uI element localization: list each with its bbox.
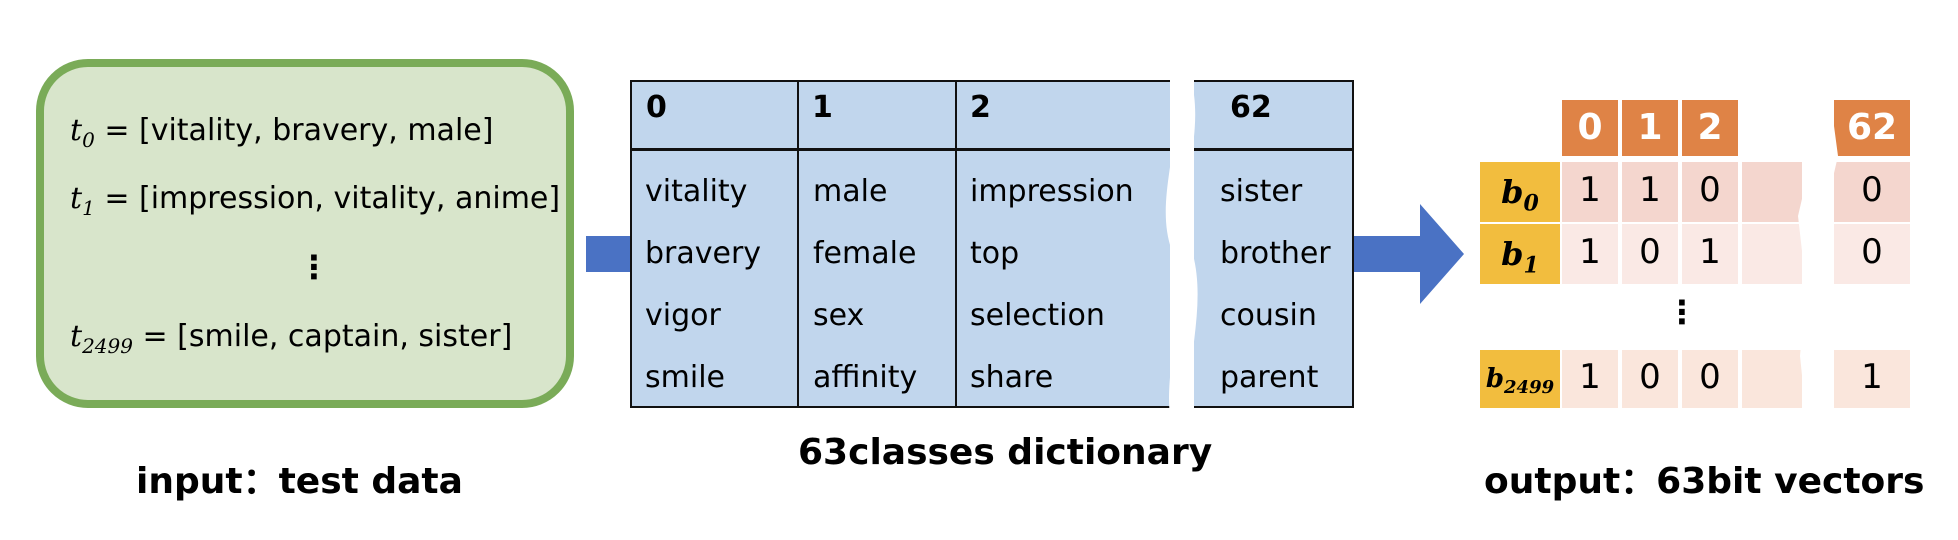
- dictionary-table-right: [1194, 80, 1354, 408]
- output-col-separator: [1678, 350, 1682, 408]
- input-ellipsis: ⋮: [298, 248, 330, 286]
- output-col-separator: [1618, 350, 1622, 408]
- dictionary-word: brother: [1220, 236, 1331, 271]
- dictionary-break-wave: [1165, 76, 1198, 416]
- dictionary-col-header-2: 2: [970, 90, 991, 125]
- output-cell: 1: [1639, 170, 1661, 210]
- dictionary-col-2-words: impression top selection share: [970, 161, 1134, 409]
- output-cell: 1: [1579, 170, 1601, 210]
- input-line-t0: t0 = [vitality, bravery, male]: [70, 113, 494, 152]
- dictionary-caption: 63classes dictionary: [798, 432, 1213, 473]
- output-header-62: 62: [1834, 100, 1910, 156]
- output-col-separator: [1618, 162, 1622, 284]
- dictionary-word: bravery: [645, 236, 762, 271]
- input-caption: input：test data: [136, 461, 463, 502]
- output-cell: 1: [1579, 232, 1601, 272]
- output-header-0: 0: [1562, 100, 1618, 156]
- dictionary-word: cousin: [1220, 298, 1317, 333]
- dictionary-word: vigor: [645, 298, 721, 333]
- dictionary-col-divider: [797, 80, 799, 408]
- output-cell: 0: [1699, 170, 1721, 210]
- output-header-1: 1: [1622, 100, 1678, 156]
- dictionary-word: male: [813, 174, 888, 209]
- dictionary-col-header-0: 0: [646, 90, 667, 125]
- output-cell: 0: [1861, 232, 1883, 272]
- output-cell: 0: [1639, 357, 1661, 397]
- dictionary-word: sex: [813, 298, 865, 333]
- dictionary-word: vitality: [645, 174, 748, 209]
- dictionary-word: share: [970, 360, 1054, 395]
- output-cell: 0: [1699, 357, 1721, 397]
- output-row-b0-fill-right: [1834, 162, 1910, 222]
- output-row-b0-fill: [1562, 162, 1802, 222]
- dictionary-word: top: [970, 236, 1020, 271]
- arrow-input-to-dictionary: [586, 236, 630, 272]
- dictionary-col-0-words: vitality bravery vigor smile: [645, 161, 761, 409]
- output-cell: 1: [1699, 232, 1721, 272]
- dictionary-col-1-words: male female sex affinity: [813, 161, 917, 409]
- output-cell: 1: [1579, 357, 1601, 397]
- output-row-b1-fill-right: [1834, 224, 1910, 284]
- output-cell: 1: [1861, 357, 1883, 397]
- dictionary-col-header-62: 62: [1230, 90, 1272, 125]
- dictionary-word: female: [813, 236, 917, 271]
- dictionary-word: affinity: [813, 360, 918, 395]
- dictionary-header-divider: [630, 148, 1170, 151]
- output-row-label-b0: b0: [1480, 162, 1560, 222]
- output-ellipsis: ⋮: [1666, 293, 1698, 331]
- output-row-label-b1: b1: [1480, 224, 1560, 284]
- output-caption: output：63bit vectors: [1484, 461, 1925, 502]
- dictionary-header-divider-right: [1194, 148, 1354, 151]
- output-row-b1-fill: [1562, 224, 1802, 284]
- output-header-2: 2: [1682, 100, 1738, 156]
- dictionary-word: smile: [645, 360, 725, 395]
- dictionary-col-divider: [955, 80, 957, 408]
- dictionary-col-header-1: 1: [812, 90, 833, 125]
- input-line-t2499: t2499 = [smile, captain, sister]: [70, 319, 513, 358]
- dictionary-word: selection: [970, 298, 1105, 333]
- output-cell: 0: [1861, 170, 1883, 210]
- output-row-b2499-fill: [1562, 350, 1802, 408]
- output-row-label-b2499: b2499: [1480, 350, 1560, 408]
- output-cell: 0: [1639, 232, 1661, 272]
- output-break-gap: [1798, 96, 1838, 414]
- output-col-separator: [1738, 350, 1742, 408]
- input-line-t1: t1 = [impression, vitality, anime]: [70, 181, 561, 220]
- dictionary-col-62-words: sister brother cousin parent: [1220, 161, 1331, 409]
- dictionary-word: impression: [970, 174, 1134, 209]
- output-col-separator: [1738, 162, 1742, 284]
- dictionary-word: parent: [1220, 360, 1319, 395]
- output-col-separator: [1678, 162, 1682, 284]
- dictionary-word: sister: [1220, 174, 1303, 209]
- arrow-dictionary-to-output: [1354, 204, 1464, 304]
- output-row-b2499-fill-right: [1834, 350, 1910, 408]
- dictionary-table-left: [630, 80, 1170, 408]
- input-test-data-box: t0 = [vitality, bravery, male] t1 = [imp…: [36, 59, 574, 408]
